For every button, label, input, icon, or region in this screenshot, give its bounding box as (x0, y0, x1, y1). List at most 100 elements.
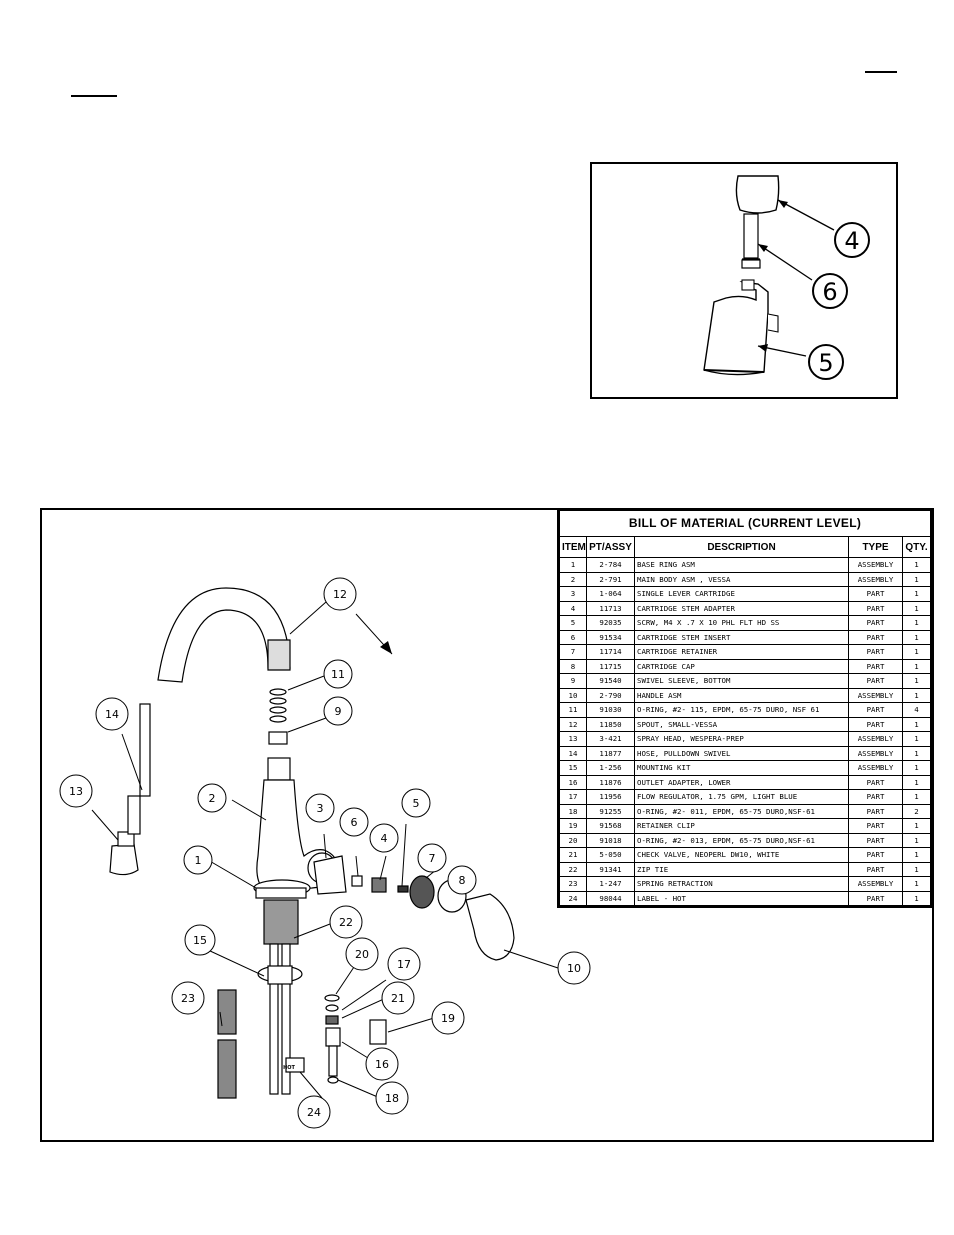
table-cell: O-RING, #2- 011, EPDM, 65-75 DURO,NSF-61 (634, 803, 849, 819)
table-cell: CARTRIDGE STEM ADAPTER (634, 600, 849, 616)
table-cell: 1 (902, 818, 931, 834)
table-cell: ZIP TIE (634, 861, 849, 877)
callout-14: 14 (95, 697, 129, 731)
table-cell: PART (848, 832, 903, 848)
callout-3: 3 (305, 793, 335, 823)
table-cell: 18 (559, 803, 587, 819)
table-cell: ASSEMBLY (848, 876, 903, 892)
callout-1: 1 (183, 845, 213, 875)
table-cell: MOUNTING KIT (634, 760, 849, 776)
table-cell: CARTRIDGE RETAINER (634, 644, 849, 660)
table-cell: 1 (902, 673, 931, 689)
table-cell: BASE RING ASM (634, 557, 849, 573)
table-cell: HOSE, PULLDOWN SWIVEL (634, 745, 849, 761)
table-cell: 4 (559, 600, 587, 616)
callout-11: 11 (323, 659, 353, 689)
table-cell: 11876 (586, 774, 635, 790)
inset-callout-5: 5 (808, 344, 844, 380)
table-cell: 1 (559, 557, 587, 573)
top-right-rule (865, 71, 897, 73)
callout-22: 22 (329, 905, 363, 939)
table-cell: PART (848, 629, 903, 645)
callout-9: 9 (323, 696, 353, 726)
callout-20: 20 (345, 937, 379, 971)
table-cell: PART (848, 789, 903, 805)
table-cell: 1 (902, 745, 931, 761)
table-cell: 1 (902, 644, 931, 660)
svg-text:14: 14 (105, 708, 119, 721)
bom-header-0: ITEM (559, 536, 587, 558)
table-cell: PART (848, 890, 903, 906)
svg-text:16: 16 (375, 1058, 389, 1071)
callout-13: 13 (59, 774, 93, 808)
table-cell: CARTRIDGE STEM INSERT (634, 629, 849, 645)
svg-text:8: 8 (459, 874, 466, 887)
table-cell: 1 (902, 687, 931, 703)
table-cell: ASSEMBLY (848, 687, 903, 703)
bom-header-2: DESCRIPTION (634, 536, 849, 558)
table-cell: CHECK VALVE, NEOPERL DW10, WHITE (634, 847, 849, 863)
bom-header-1: PT/ASSY (586, 536, 635, 558)
table-cell: 3-421 (586, 731, 635, 747)
table-cell: SWIVEL SLEEVE, BOTTOM (634, 673, 849, 689)
table-cell: OUTLET ADAPTER, LOWER (634, 774, 849, 790)
callout-7: 7 (417, 843, 447, 873)
svg-text:18: 18 (385, 1092, 399, 1105)
table-cell: PART (848, 658, 903, 674)
table-cell: PART (848, 716, 903, 732)
table-cell: O-RING, #2- 115, EPDM, 65-75 DURO, NSF 6… (634, 702, 849, 718)
callout-19: 19 (431, 1001, 465, 1035)
table-cell: 1 (902, 731, 931, 747)
table-cell: 12 (559, 716, 587, 732)
table-cell: 91341 (586, 861, 635, 877)
table-cell: PART (848, 847, 903, 863)
table-cell: 16 (559, 774, 587, 790)
inset-illustration: 4 6 5 (703, 175, 870, 380)
table-cell: 92035 (586, 615, 635, 631)
svg-text:15: 15 (193, 934, 207, 947)
table-cell: 1 (902, 789, 931, 805)
inset-callout-6: 6 (812, 273, 848, 309)
table-cell: ASSEMBLY (848, 571, 903, 587)
svg-text:5: 5 (413, 797, 420, 810)
callout-23: 23 (171, 981, 205, 1015)
table-cell: ASSEMBLY (848, 731, 903, 747)
inset-callout-4: 4 (834, 222, 870, 258)
callout-24: 24 (297, 1095, 331, 1129)
table-cell: 2 (902, 803, 931, 819)
table-cell: 2 (559, 571, 587, 587)
table-cell: 8 (559, 658, 587, 674)
table-cell: 21 (559, 847, 587, 863)
table-cell: O-RING, #2- 013, EPDM, 65-75 DURO,NSF-61 (634, 832, 849, 848)
table-cell: 22 (559, 861, 587, 877)
svg-text:20: 20 (355, 948, 369, 961)
table-cell: 2-791 (586, 571, 635, 587)
table-cell: MAIN BODY ASM , VESSA (634, 571, 849, 587)
svg-text:13: 13 (69, 785, 83, 798)
bom-header-3: TYPE (848, 536, 903, 558)
table-cell: 10 (559, 687, 587, 703)
table-cell: PART (848, 803, 903, 819)
svg-text:1: 1 (195, 854, 202, 867)
table-cell: 1 (902, 615, 931, 631)
table-cell: SPOUT, SMALL-VESSA (634, 716, 849, 732)
table-cell: 1 (902, 716, 931, 732)
bom-title: BILL OF MATERIAL (CURRENT LEVEL) (559, 510, 931, 537)
svg-text:6: 6 (822, 278, 837, 306)
table-cell: PART (848, 586, 903, 602)
table-cell: FLOW REGULATOR, 1.75 GPM, LIGHT BLUE (634, 789, 849, 805)
